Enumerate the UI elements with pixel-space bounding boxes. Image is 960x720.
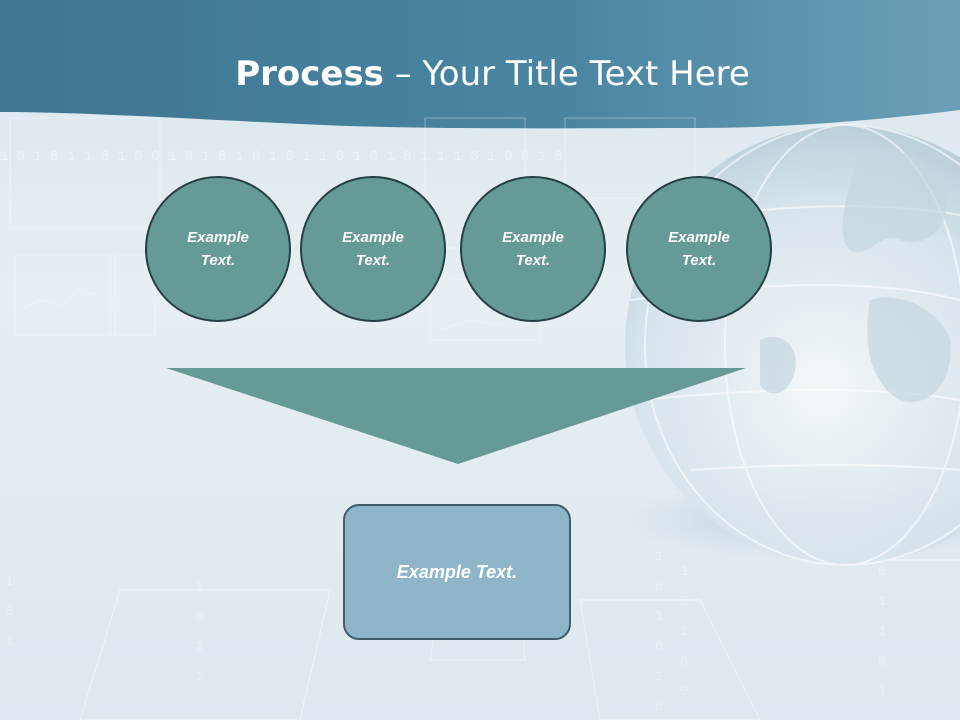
svg-text:0: 0: [655, 579, 663, 595]
process-circle-4: Example Text.: [626, 176, 772, 322]
svg-text:1: 1: [680, 564, 688, 580]
svg-text:1: 1: [195, 669, 203, 685]
svg-text:0: 0: [680, 684, 688, 700]
title-bold: Process: [235, 54, 384, 94]
svg-text:1: 1: [5, 634, 13, 650]
process-circle-4-label: Example Text.: [668, 229, 730, 269]
svg-text:1: 1: [5, 574, 13, 590]
svg-text:0: 0: [5, 604, 13, 620]
svg-text:1: 1: [680, 624, 688, 640]
process-circle-2-label: Example Text.: [342, 229, 404, 269]
process-circle-3-label: Example Text.: [502, 229, 564, 269]
process-circle-2: Example Text.: [300, 176, 446, 322]
svg-text:0: 0: [878, 654, 886, 670]
svg-text:0: 0: [680, 654, 688, 670]
svg-text:1 0 1 0 1 1 0 1 0 0 1 0 1 0 1: 1 0 1 0 1 1 0 1 0 0 1 0 1 0 1 0 1 0 1 1 …: [0, 149, 563, 165]
svg-text:1: 1: [655, 609, 663, 625]
header-band: [0, 0, 960, 129]
svg-text:0: 0: [655, 639, 663, 655]
svg-text:0: 0: [680, 594, 688, 610]
svg-text:1: 1: [878, 624, 886, 640]
process-circle-1: Example Text.: [145, 176, 291, 322]
svg-text:0: 0: [195, 609, 203, 625]
svg-text:1: 1: [195, 639, 203, 655]
result-box: Example Text.: [343, 504, 571, 640]
result-box-label: Example Text.: [396, 561, 518, 582]
title-rest: – Your Title Text Here: [383, 54, 750, 94]
svg-text:0: 0: [878, 564, 886, 580]
svg-text:1: 1: [878, 684, 886, 700]
svg-text:1: 1: [655, 549, 663, 565]
svg-text:1: 1: [878, 594, 886, 610]
svg-text:0: 0: [655, 699, 663, 715]
process-circle-1-label: Example Text.: [187, 229, 249, 269]
page-title: Process – Your Title Text Here: [0, 52, 960, 96]
process-circle-3: Example Text.: [460, 176, 606, 322]
svg-text:1: 1: [195, 579, 203, 595]
svg-text:1: 1: [655, 669, 663, 685]
